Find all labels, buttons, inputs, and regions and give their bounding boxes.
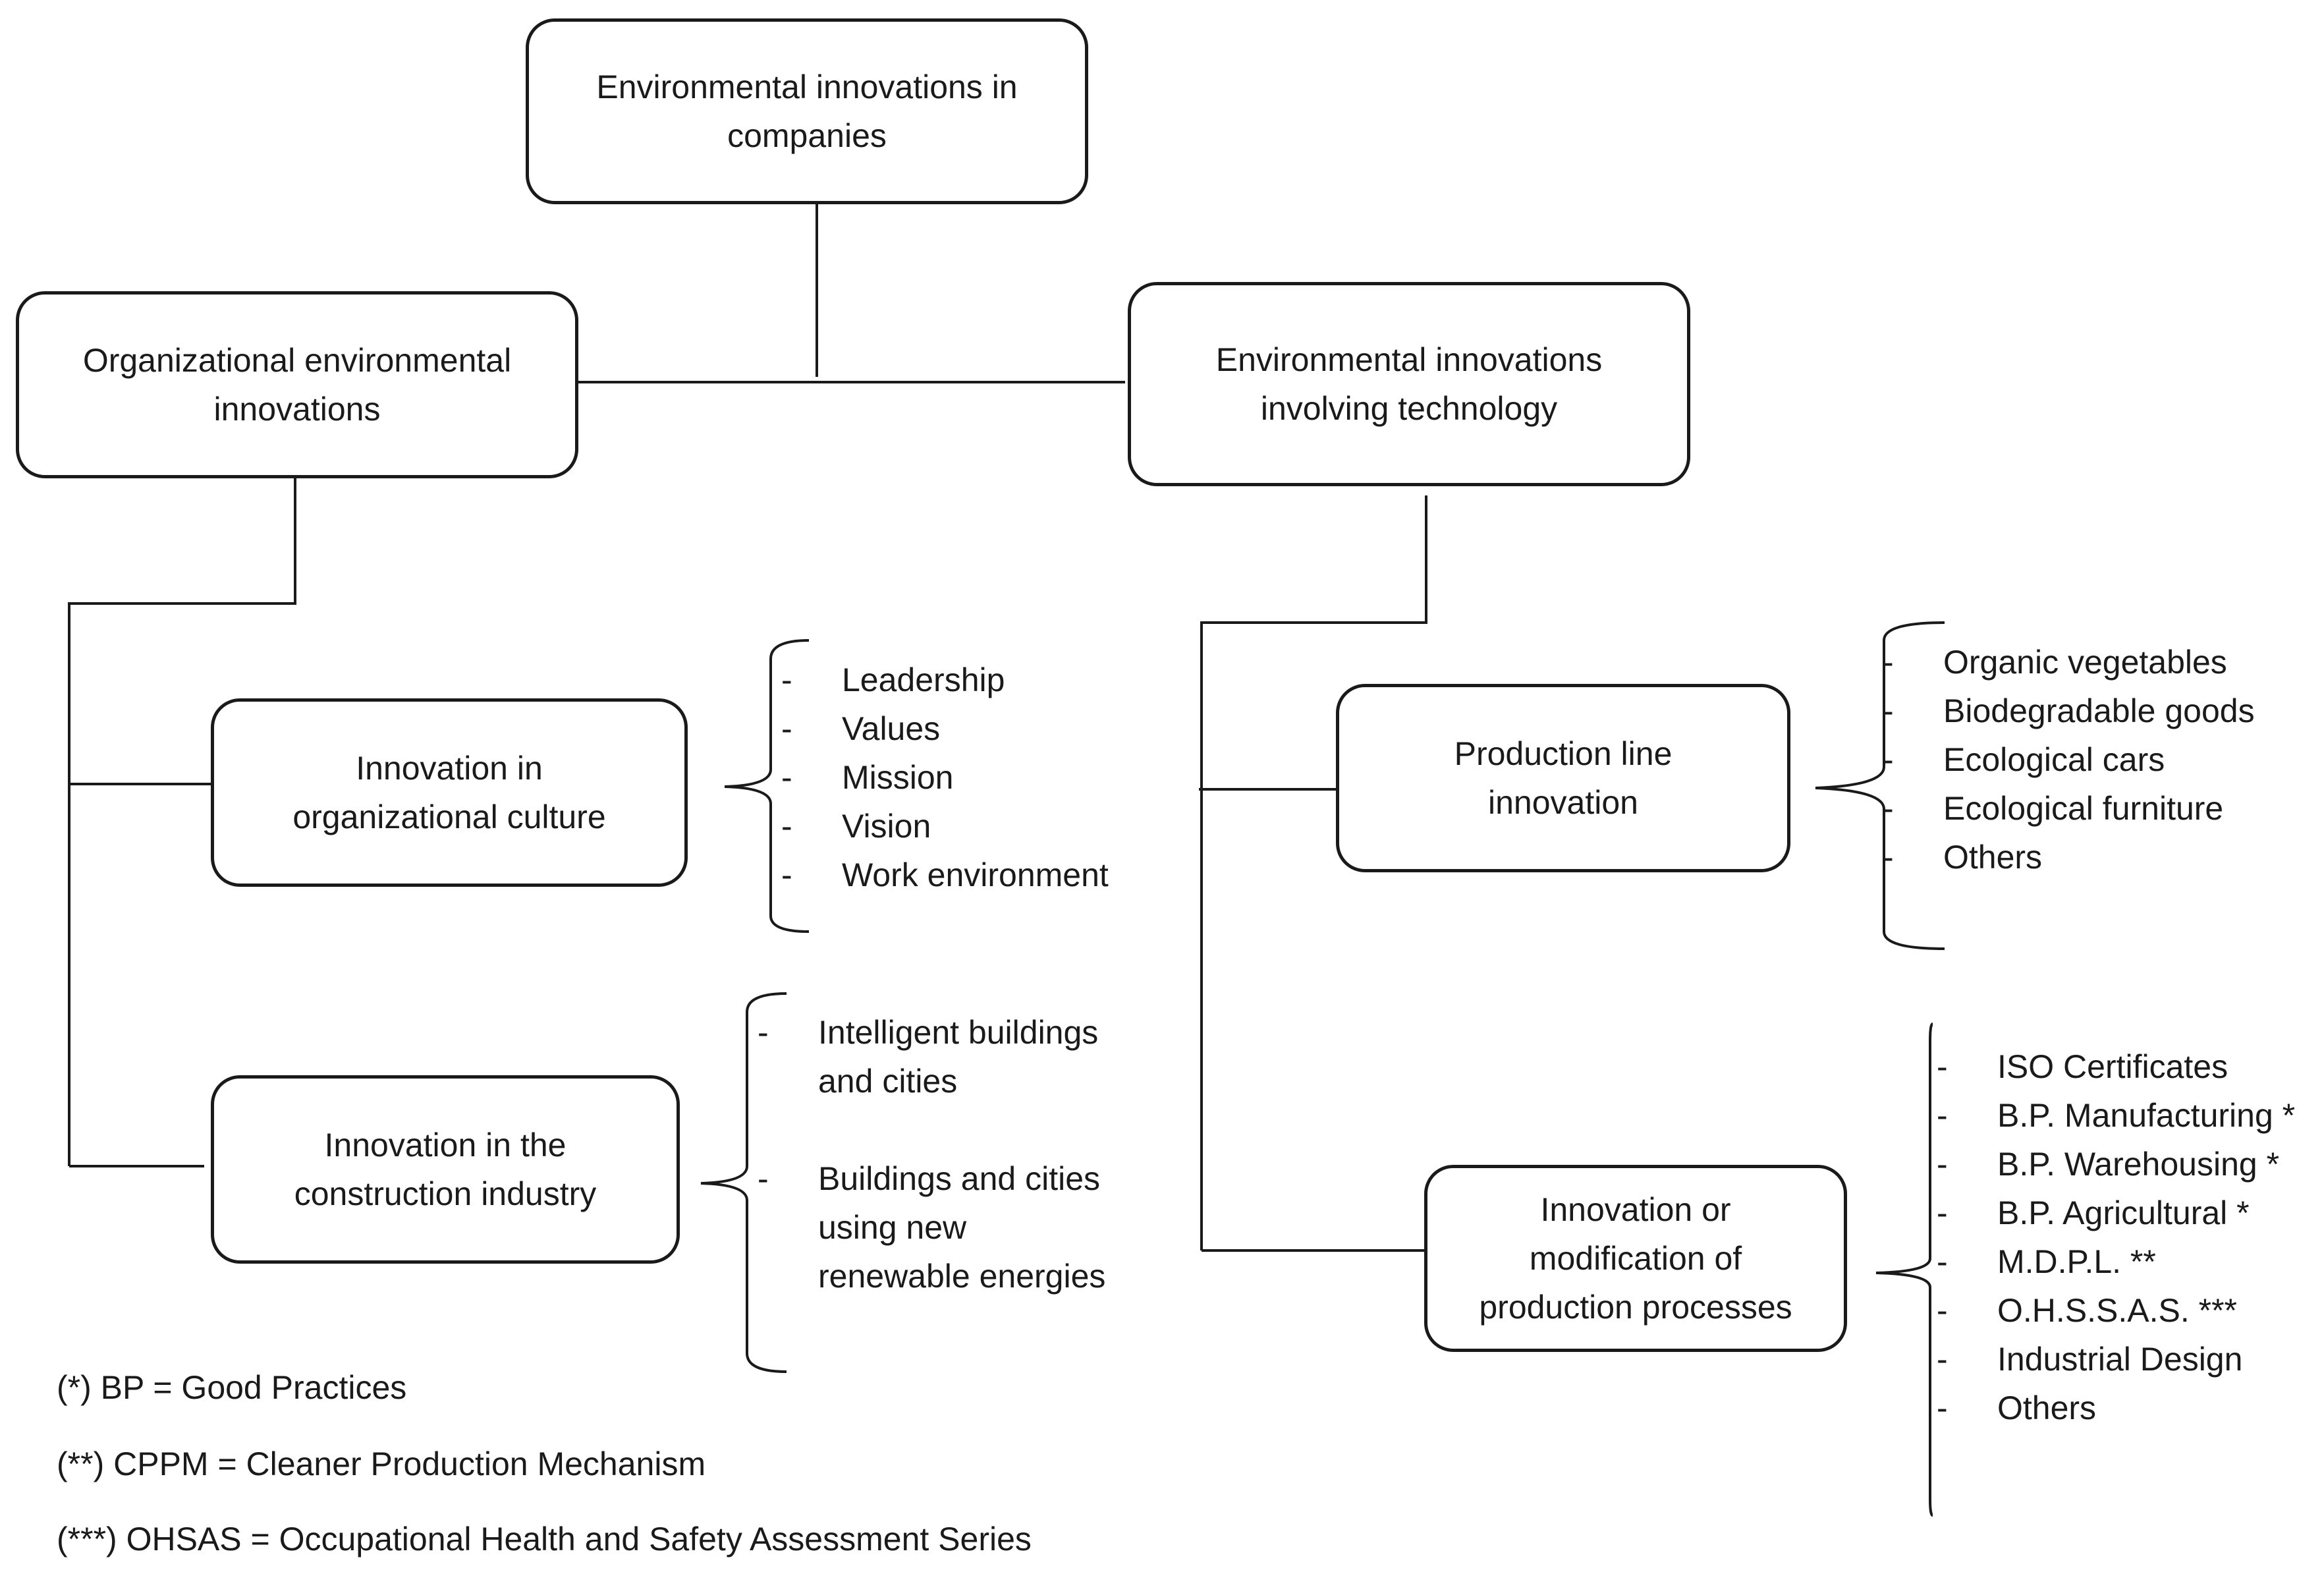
list-dash: - xyxy=(1937,1243,1948,1280)
node-production-processes-label: Innovation or modification of production… xyxy=(1479,1191,1792,1326)
list-item: -B.P. Warehousing * xyxy=(1937,1140,2295,1189)
list-culture: -Leadership -Values -Mission -Vision -Wo… xyxy=(781,656,1109,899)
list-dash: - xyxy=(1937,1390,1948,1426)
list-dash: - xyxy=(758,1160,769,1197)
connector-technology xyxy=(1200,495,1427,1250)
footnote-ohsas: (***) OHSAS = Occupational Health and Sa… xyxy=(57,1521,1032,1558)
list-item: -Values xyxy=(781,704,1109,753)
connector-organizational xyxy=(68,478,296,1166)
list-item: -Industrial Design xyxy=(1937,1335,2295,1384)
node-organizational-label: Organizational environmental innovations xyxy=(82,342,512,428)
list-dash: - xyxy=(1937,1097,1948,1134)
list-item: -Others xyxy=(1937,1384,2295,1432)
node-culture: Innovation in organizational culture xyxy=(211,698,688,887)
brace-culture xyxy=(724,639,810,933)
list-item: -Work environment xyxy=(781,851,1109,899)
node-culture-label: Innovation in organizational culture xyxy=(292,750,606,835)
list-item: -ISO Certificates xyxy=(1937,1042,2295,1091)
list-dash: - xyxy=(1937,1341,1948,1378)
list-item: -Organic vegetables xyxy=(1883,638,2255,687)
list-item: -B.P. Manufacturing * xyxy=(1937,1091,2295,1140)
list-dash: - xyxy=(1883,839,1894,876)
list-dash: - xyxy=(1883,741,1894,778)
brace-construction xyxy=(700,992,787,1373)
list-item: -B.P. Agricultural * xyxy=(1937,1189,2295,1237)
list-dash: - xyxy=(781,856,792,893)
list-dash: - xyxy=(1883,644,1894,681)
node-production-line: Production line innovation xyxy=(1336,684,1790,872)
list-dash: - xyxy=(1883,790,1894,827)
list-item: -Others xyxy=(1883,833,2255,882)
list-dash: - xyxy=(1883,692,1894,729)
list-dash: - xyxy=(781,710,792,747)
node-construction-label: Innovation in the construction industry xyxy=(294,1127,597,1212)
list-dash: - xyxy=(781,661,792,698)
list-dash: - xyxy=(781,808,792,845)
list-item: -Ecological cars xyxy=(1883,735,2255,784)
node-organizational: Organizational environmental innovations xyxy=(16,291,578,478)
list-item: -Mission xyxy=(781,753,1109,802)
list-item: -O.H.S.S.A.S. *** xyxy=(1937,1286,2295,1335)
node-root: Environmental innovations in companies xyxy=(526,18,1088,204)
list-dash: - xyxy=(1937,1048,1948,1085)
list-item: -Buildings and cities using new renewabl… xyxy=(758,1154,1105,1301)
footnote-cppm: (**) CPPM = Cleaner Production Mechanism xyxy=(57,1446,706,1482)
node-construction: Innovation in the construction industry xyxy=(211,1075,680,1264)
list-dash: - xyxy=(1937,1194,1948,1231)
list-dash: - xyxy=(1937,1292,1948,1329)
footnote-bp: (*) BP = Good Practices xyxy=(57,1369,407,1406)
node-production-processes: Innovation or modification of production… xyxy=(1424,1165,1847,1352)
node-technology: Environmental innovations involving tech… xyxy=(1128,282,1690,486)
brace-production-line xyxy=(1815,621,1945,950)
list-item: -Ecological furniture xyxy=(1883,784,2255,833)
list-item: -Biodegradable goods xyxy=(1883,687,2255,735)
node-production-line-label: Production line innovation xyxy=(1454,735,1673,821)
list-item: -Vision xyxy=(781,802,1109,851)
list-construction: -Intelligent buildings and cities -Build… xyxy=(758,1008,1105,1301)
list-item: -Intelligent buildings and cities xyxy=(758,1008,1105,1106)
list-dash: - xyxy=(758,1014,769,1051)
brace-production-processes xyxy=(1875,1023,1933,1517)
list-item: -M.D.P.L. ** xyxy=(1937,1237,2295,1286)
list-production-processes: -ISO Certificates -B.P. Manufacturing * … xyxy=(1937,1042,2295,1432)
list-dash: - xyxy=(1937,1146,1948,1183)
node-technology-label: Environmental innovations involving tech… xyxy=(1215,341,1603,427)
node-root-label: Environmental innovations in companies xyxy=(596,69,1018,154)
list-dash: - xyxy=(781,759,792,796)
list-production-line: -Organic vegetables -Biodegradable goods… xyxy=(1883,638,2255,882)
list-item: -Leadership xyxy=(781,656,1109,704)
